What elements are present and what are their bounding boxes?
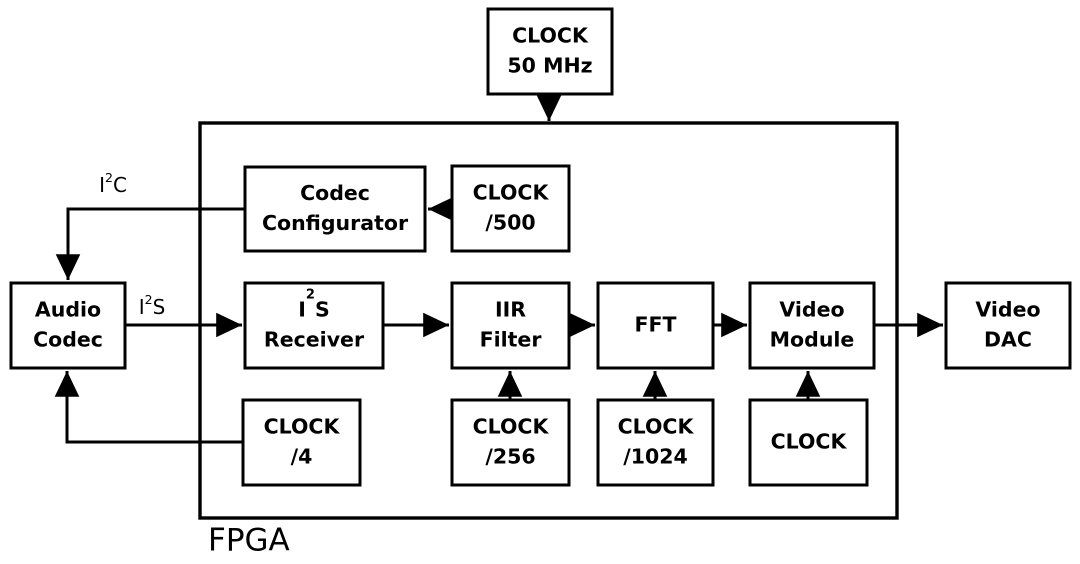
clock-div-1024-block-line-0: CLOCK [618,415,695,439]
i2s-receiver-block-line-0: I2S [298,288,329,322]
fft-block[interactable]: FFT [596,281,715,370]
iir-filter-block-line-0: IIR [495,298,526,322]
i2s-receiver-block-rect [243,281,385,370]
clock-video-block-line-0: CLOCK [771,430,848,454]
clock-50mhz-block-rect [486,7,614,96]
iir-filter-block-rect [450,281,571,370]
clock-div-256-block[interactable]: CLOCK/256 [450,398,571,487]
i2s-edge-label: I2S [139,292,166,319]
i2c-edge-label: I2C [99,170,127,197]
clock-video-block-rect [748,398,869,487]
clock-div-256-block-line-0: CLOCK [473,415,550,439]
clock-div-500-block[interactable]: CLOCK/500 [450,164,571,253]
fft-block-line-0: FFT [635,313,677,337]
video-dac-block-line-1: DAC [984,328,1032,352]
clock-div-1024-block-rect [596,398,715,487]
video-dac-block-line-0: Video [975,298,1040,322]
fpga-region-label: FPGA [208,523,290,559]
clock-div-4-block[interactable]: CLOCK/4 [241,398,362,487]
clock-div-4-block-line-1: /4 [291,445,313,469]
clock-50mhz-block-line-1: 50 MHz [507,54,592,78]
fpga-boundary [198,121,899,520]
clock-div-1024-block[interactable]: CLOCK/1024 [596,398,715,487]
video-module-block-line-1: Module [770,328,855,352]
video-module-block-rect [748,281,876,370]
connections-layer [54,94,943,444]
clock-div-500-block-line-0: CLOCK [473,181,550,205]
edge-labels-layer: I2C I2S [99,170,165,319]
fpga-region: FPGA [198,121,899,559]
clock-50mhz-block[interactable]: CLOCK 50 MHz [486,7,614,96]
audio-codec-block-line-0: Audio [35,298,101,322]
clock-div-500-block-line-1: /500 [485,211,535,235]
clock-div-256-block-line-1: /256 [485,445,535,469]
clock-div-4-block-line-0: CLOCK [264,415,341,439]
clock-video-block[interactable]: CLOCK [748,398,869,487]
iir-filter-block[interactable]: IIR Filter [450,281,571,370]
video-dac-block-rect [944,281,1072,370]
i2s-receiver-block[interactable]: I2S Receiver [243,281,385,370]
clock-div-4-block-rect [241,398,362,487]
clock-div-500-block-rect [450,164,571,253]
clock-50mhz-block-line-0: CLOCK [512,24,589,48]
iir-filter-block-line-1: Filter [480,328,543,352]
i2s-receiver-block-line-1: Receiver [264,328,365,352]
codec-configurator-block-rect [243,165,427,253]
clock-div-1024-block-line-1: /1024 [623,445,688,469]
connection-clock4-to-audio-codec [54,371,243,444]
audio-codec-block-rect [9,281,127,370]
audio-codec-block-line-1: Codec [33,328,103,352]
fft-block-rect [596,281,715,370]
connection-codec-configurator-to-audio-codec [55,207,245,280]
clock-div-256-block-rect [450,398,571,487]
video-module-block-line-0: Video [779,298,844,322]
codec-configurator-block-line-1: Configurator [262,211,409,235]
codec-configurator-block-line-0: Codec [300,181,370,205]
